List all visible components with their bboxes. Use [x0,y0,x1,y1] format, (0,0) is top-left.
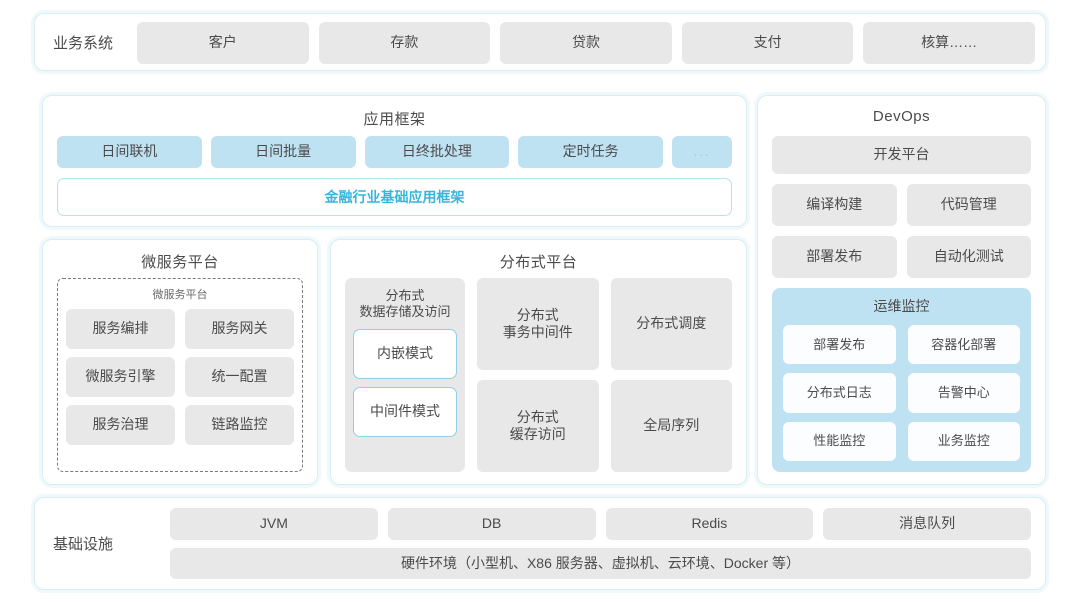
distributed-storage-title-line1: 分布式 [385,288,425,303]
infra-chip-db[interactable]: DB [387,508,596,540]
microservice-platform-title: 微服务平台 [141,254,219,271]
business-system-label: 业务系统 [53,34,114,52]
infrastructure-label: 基础设施 [53,536,114,553]
ops-chip-business-monitor[interactable]: 业务监控 [906,420,1021,462]
appframe-chip-more[interactable]: ... [672,136,732,168]
appframe-chip-daytime-batch[interactable]: 日间批量 [210,136,356,168]
distributed-storage-card[interactable]: 分布式 数据存储及访问 内嵌模式 中间件模式 [345,278,465,472]
distributed-chip-cache-access[interactable]: 分布式 缓存访问 [477,380,599,472]
business-chip-loan[interactable]: 贷款 [500,22,672,64]
devops-body: 开发平台 编译构建 代码管理 部署发布 自动化测试 运维监控 部署发布 容器化部… [772,136,1031,472]
infrastructure-chip-row: JVM DB Redis 消息队列 [170,508,1031,540]
distributed-storage-title: 分布式 数据存储及访问 [353,288,457,321]
ops-monitoring-grid: 部署发布 容器化部署 分布式日志 告警中心 性能监控 业务监控 [782,324,1021,462]
ops-chip-container-deploy[interactable]: 容器化部署 [906,324,1021,366]
ops-monitoring-title: 运维监控 [873,298,930,314]
microservice-chip-tracing[interactable]: 链路监控 [185,405,294,445]
distributed-chip-scheduling[interactable]: 分布式调度 [610,278,732,370]
business-chip-deposit[interactable]: 存款 [318,22,491,64]
appframe-chip-eod-batch[interactable]: 日终批处理 [364,136,510,168]
devops-pair-row-2: 部署发布 自动化测试 [772,236,1031,278]
microservice-platform-subtitle: 微服务平台 [152,289,208,301]
business-chip-accounting[interactable]: 核算…… [863,22,1035,64]
distributed-chip-transaction-middleware[interactable]: 分布式 事务中间件 [477,278,599,370]
microservice-chip-orchestration[interactable]: 服务编排 [66,309,175,349]
devops-panel: DevOps 开发平台 编译构建 代码管理 部署发布 自动化测试 运维监控 部署… [757,95,1046,485]
microservice-platform-panel: 微服务平台 微服务平台 服务编排 服务网关 微服务引擎 统一配置 服务治理 链路… [42,239,318,485]
distributed-platform-body: 分布式 数据存储及访问 内嵌模式 中间件模式 分布式 事务中间件 分布式 缓存访… [345,278,732,472]
dist-tx-line1: 分布式 [516,306,559,323]
devops-chip-code-management[interactable]: 代码管理 [906,184,1031,226]
devops-pair-row-1: 编译构建 代码管理 [772,184,1031,226]
application-framework-chip-row: 日间联机 日间批量 日终批处理 定时任务 ... [57,136,732,168]
distributed-mode-middleware[interactable]: 中间件模式 [353,386,457,437]
ops-chip-deploy-release[interactable]: 部署发布 [782,324,897,366]
distributed-chip-global-sequence[interactable]: 全局序列 [610,380,732,472]
business-system-chip-row: 客户 存款 贷款 支付 核算…… [137,22,1035,64]
infra-chip-redis[interactable]: Redis [605,508,814,540]
devops-chip-dev-platform[interactable]: 开发平台 [772,136,1031,174]
ops-monitoring-box: 运维监控 部署发布 容器化部署 分布式日志 告警中心 性能监控 业务监控 [772,288,1031,472]
devops-chip-automated-test[interactable]: 自动化测试 [906,236,1031,278]
infrastructure-panel: 基础设施 JVM DB Redis 消息队列 硬件环境（小型机、X86 服务器、… [34,497,1046,590]
devops-platform-row: 开发平台 [772,136,1031,174]
application-framework-panel: 应用框架 日间联机 日间批量 日终批处理 定时任务 ... 金融行业基础应用框架 [42,95,747,227]
infra-chip-message-queue[interactable]: 消息队列 [823,508,1031,540]
distributed-column-2: 分布式 事务中间件 分布式 缓存访问 [477,278,599,472]
dist-cache-line1: 分布式 [516,408,559,425]
distributed-platform-panel: 分布式平台 分布式 数据存储及访问 内嵌模式 中间件模式 分布式 事务中间件 [330,239,747,485]
microservice-chip-unified-config[interactable]: 统一配置 [185,357,294,397]
infrastructure-content: JVM DB Redis 消息队列 硬件环境（小型机、X86 服务器、虚拟机、云… [170,508,1031,579]
business-chip-customer[interactable]: 客户 [137,22,309,64]
finance-base-framework-band: 金融行业基础应用框架 [57,178,732,216]
ops-chip-alert-center[interactable]: 告警中心 [906,372,1021,414]
ops-chip-distributed-log[interactable]: 分布式日志 [782,372,897,414]
distributed-mode-embedded[interactable]: 内嵌模式 [353,328,457,379]
application-framework-title: 应用框架 [363,111,426,128]
dist-tx-line2: 事务中间件 [502,324,573,340]
business-chip-payment[interactable]: 支付 [681,22,854,64]
distributed-column-3: 分布式调度 全局序列 [610,278,732,472]
microservice-chip-governance[interactable]: 服务治理 [66,405,175,445]
microservice-platform-grid: 服务编排 服务网关 微服务引擎 统一配置 服务治理 链路监控 [66,309,294,445]
infra-chip-hardware-environment[interactable]: 硬件环境（小型机、X86 服务器、虚拟机、云环境、Docker 等） [170,547,1031,579]
devops-chip-compile-build[interactable]: 编译构建 [772,184,897,226]
business-system-panel: 业务系统 客户 存款 贷款 支付 核算…… [34,13,1046,71]
microservice-chip-gateway[interactable]: 服务网关 [185,309,294,349]
devops-title: DevOps [872,108,931,125]
appframe-chip-scheduled-task[interactable]: 定时任务 [518,136,663,168]
microservice-platform-inner-box: 微服务平台 服务编排 服务网关 微服务引擎 统一配置 服务治理 链路监控 [57,278,303,472]
distributed-storage-title-line2: 数据存储及访问 [359,304,451,320]
appframe-chip-daytime-online[interactable]: 日间联机 [57,136,202,168]
dist-cache-line2: 缓存访问 [509,426,566,442]
microservice-chip-engine[interactable]: 微服务引擎 [66,357,175,397]
ops-chip-performance-monitor[interactable]: 性能监控 [782,420,897,462]
distributed-platform-title: 分布式平台 [499,254,578,271]
devops-chip-deploy-release[interactable]: 部署发布 [772,236,897,278]
infra-chip-jvm[interactable]: JVM [170,508,378,540]
